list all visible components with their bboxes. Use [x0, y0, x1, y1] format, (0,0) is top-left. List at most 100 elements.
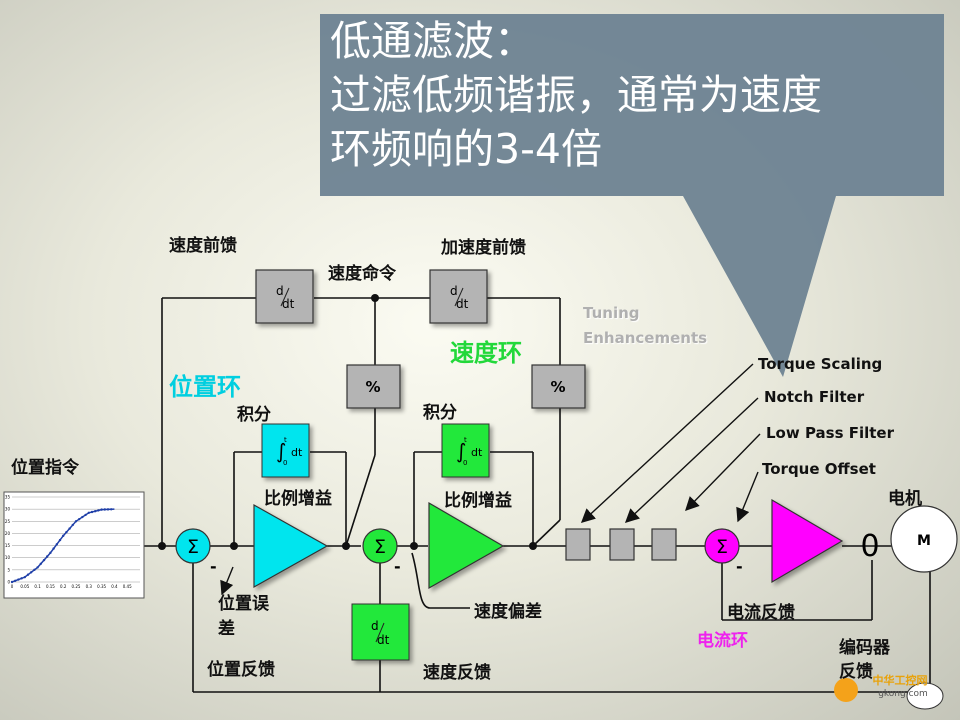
chart-y-tick-label: 30	[5, 507, 11, 512]
velocity-ff-derivative-block: d dt	[255, 269, 314, 324]
chart-point	[39, 562, 42, 565]
velocity-feedback-label: 速度反馈	[423, 663, 491, 683]
svg-text:d: d	[450, 284, 458, 298]
chart-point	[14, 579, 17, 582]
chart-x-tick-label: 0.25	[72, 584, 81, 589]
velocity-prop-gain-label: 比例增益	[444, 491, 512, 511]
svg-text:M: M	[917, 533, 931, 549]
svg-text:%: %	[365, 378, 380, 396]
chart-point	[46, 555, 49, 558]
chart-point	[36, 566, 39, 569]
chart-point	[71, 523, 75, 527]
callout-box	[320, 14, 944, 377]
chart-point	[20, 577, 23, 580]
chart-x-tick-label: 0.45	[123, 584, 132, 589]
velocity-command-label: 速度命令	[328, 264, 396, 284]
velocity-error-label: 速度偏差	[474, 602, 542, 622]
chart-x-tick-label: 0.3	[86, 584, 93, 589]
chart-point	[23, 575, 26, 579]
watermark-logo: 中华工控网 gkong.com	[834, 673, 928, 702]
chart-x-tick-label: 0.15	[46, 584, 55, 589]
chart-point	[84, 513, 87, 517]
chart-point	[55, 543, 58, 546]
encoder	[906, 682, 944, 710]
position-integral-label: 积分	[237, 405, 271, 425]
current-summing-junction: Σ	[704, 528, 740, 564]
current-loop-label: 电流环	[697, 631, 748, 651]
callout-line-3: 环频响的3-4倍	[330, 125, 602, 173]
svg-text:∫: ∫	[276, 439, 286, 463]
velocity-summing-junction: Σ	[362, 528, 398, 564]
svg-text:dt: dt	[282, 297, 295, 311]
chart-point	[74, 520, 78, 523]
svg-text:Σ: Σ	[374, 536, 386, 558]
svg-text:d: d	[371, 619, 379, 633]
position-command-label: 位置指令	[11, 458, 79, 478]
callout-line-1: 低通滤波：	[330, 17, 535, 65]
torque-offset-label: Torque Offset	[762, 460, 876, 478]
chart-point	[110, 508, 113, 511]
chart-y-tick-label: 15	[5, 543, 11, 548]
chart-y-tick-label: 25	[5, 519, 11, 524]
chart-point	[68, 527, 71, 530]
chart-point	[100, 508, 103, 511]
acceleration-feedforward-label: 加速度前馈	[441, 238, 526, 258]
svg-text:t: t	[464, 436, 467, 444]
chart-point	[103, 508, 107, 511]
position-error-label: 位置误 差	[218, 594, 269, 639]
chart-point	[49, 551, 52, 555]
notch-filter-label: Notch Filter	[764, 388, 865, 406]
svg-text:中华工控网: 中华工控网	[873, 673, 928, 687]
chart-x-tick-label: 0.35	[97, 584, 106, 589]
chart-x-tick-label: 0.2	[60, 584, 67, 589]
output-zero: 0	[860, 529, 879, 564]
svg-text:-: -	[210, 557, 217, 576]
chart-y-tick-label: 0	[7, 580, 10, 585]
chart-y-tick-label: 35	[5, 495, 11, 500]
chart-point	[42, 558, 46, 562]
torque-scaling-box	[565, 528, 591, 561]
svg-text:-: -	[736, 557, 743, 576]
position-summing-junction: Σ	[175, 528, 211, 564]
motor: M	[890, 505, 958, 573]
chart-point	[17, 578, 20, 581]
encoder-feedback-label: 编码器 反馈	[839, 638, 890, 682]
velocity-integral-block: ∫ t 0 dt	[441, 423, 490, 478]
position-loop-label: 位置环	[169, 373, 241, 401]
chart-point	[58, 538, 62, 542]
chart-point	[52, 547, 55, 550]
svg-text:0: 0	[283, 459, 287, 467]
svg-text:t: t	[284, 436, 287, 444]
current-feedback-label: 电流反馈	[727, 603, 795, 623]
accel-ff-percent-block: %	[531, 364, 586, 409]
chart-point	[97, 509, 100, 512]
chart-point	[106, 508, 110, 511]
chart-point	[78, 517, 81, 521]
svg-text:d: d	[276, 284, 284, 298]
velocity-ff-percent-block: %	[346, 364, 401, 409]
torque-scaling-label: Torque Scaling	[758, 355, 883, 373]
chart-point	[33, 568, 36, 572]
position-proportional-gain	[253, 503, 329, 589]
chart-x-tick-label: 0	[11, 584, 14, 589]
svg-text:dt: dt	[456, 297, 469, 311]
low-pass-filter-label: Low Pass Filter	[766, 424, 895, 442]
chart-y-tick-label: 10	[5, 555, 11, 560]
chart-point	[90, 510, 94, 514]
svg-text:gkong.com: gkong.com	[878, 689, 928, 699]
accel-ff-derivative-block: d dt	[429, 269, 488, 324]
chart-point	[10, 580, 14, 584]
chart-point	[81, 515, 84, 519]
svg-text:%: %	[550, 378, 565, 396]
motor-label: 电机	[888, 489, 922, 509]
callout-text: 低通滤波： 过滤低频谐振，通常为速度 环频响的3-4倍	[330, 14, 822, 176]
chart-y-tick-label: 5	[7, 567, 10, 572]
notch-filter-box	[609, 528, 635, 561]
chart-y-tick-label: 20	[5, 531, 11, 536]
position-feedback-label: 位置反馈	[207, 660, 275, 680]
svg-text:Σ: Σ	[716, 536, 728, 558]
current-amplifier-gain	[771, 498, 844, 584]
chart-x-tick-label: 0.05	[20, 584, 29, 589]
